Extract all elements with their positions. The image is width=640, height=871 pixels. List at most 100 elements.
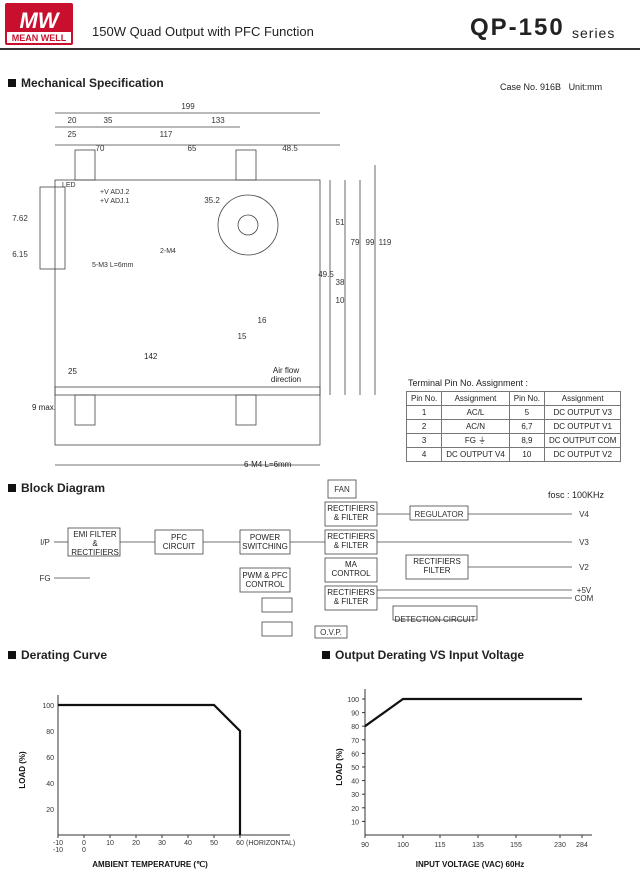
svg-text:+5V: +5V [577, 586, 592, 595]
y-tick-label: 60 [46, 755, 54, 762]
pwm-control-block: PWM & PFC CONTROL [242, 571, 288, 589]
svg-text:133: 133 [211, 116, 225, 125]
svg-text:199: 199 [181, 102, 195, 111]
svg-text:MW: MW [19, 8, 60, 33]
header-subtitle: 150W Quad Output with PFC Function [92, 24, 314, 39]
y-tick-label: 50 [351, 765, 359, 772]
side-m4-label: 6-M4 L=6mm [244, 460, 292, 469]
svg-text:51: 51 [336, 218, 345, 227]
input-derating-line [364, 697, 582, 728]
svg-text:35.2: 35.2 [204, 196, 220, 205]
x-tick-label-2: 0 [82, 847, 86, 854]
model-title: QP-150 [470, 14, 565, 41]
svg-text:20: 20 [68, 116, 77, 125]
th: Assignment [543, 391, 622, 406]
mechanical-title: Mechanical Specification [8, 76, 164, 90]
svg-text:V3: V3 [579, 538, 589, 547]
y-tick-label: 20 [46, 807, 54, 814]
svg-text:65: 65 [188, 144, 197, 153]
rectifier-filter-block: RECTIFIERS FILTER [413, 557, 461, 575]
airflow-label: Air flow direction [270, 366, 302, 384]
x-tick-label: 10 [106, 840, 114, 847]
power-switching-block: POWER SWITCHING [242, 533, 288, 551]
emi-block: EMI FILTER & RECTIFIERS [71, 530, 119, 557]
th: Pin No. [405, 391, 443, 406]
derating-line [58, 703, 242, 835]
mean-well-logo: MW MEAN WELL [5, 3, 73, 45]
svg-text:79: 79 [351, 238, 360, 247]
svg-text:LED: LED [62, 182, 76, 189]
x-tick-label: 90 [361, 842, 369, 849]
fosc-label: fosc : 100KHz [548, 490, 605, 500]
svg-text:FAN: FAN [334, 485, 350, 494]
y-tick-label: 100 [42, 703, 54, 710]
header-rule [0, 48, 640, 50]
series-label: series [572, 25, 616, 41]
side-dim-9max: 9 max. [32, 403, 57, 412]
svg-text:99: 99 [366, 238, 375, 247]
th: Pin No. [508, 391, 546, 406]
rectifier-block-2: RECTIFIERS & FILTER [327, 532, 375, 550]
y-tick-label: 90 [351, 711, 359, 718]
svg-text:FG: FG [39, 574, 50, 583]
rectifier-block-3: RECTIFIERS & FILTER [327, 588, 375, 606]
y-tick-label: 40 [351, 779, 359, 786]
rectifier-block-1: RECTIFIERS & FILTER [327, 504, 375, 522]
x-tick-label-2: -10 [53, 847, 63, 854]
svg-text:119: 119 [379, 238, 392, 247]
svg-text:REGULATOR: REGULATOR [414, 510, 463, 519]
derating-chart: 100 80 60 40 20 -10 0 10 20 30 40 50 60 -10 0 (HORIZONT… [18, 695, 295, 869]
x-tick-label: 40 [184, 840, 192, 847]
svg-text:70: 70 [96, 144, 105, 153]
svg-text:49.5: 49.5 [318, 270, 334, 279]
x-tick-label: 100 [397, 842, 409, 849]
x-tick-label: 230 [554, 842, 566, 849]
y-tick-label: 10 [351, 819, 359, 826]
y-tick-label: 80 [46, 729, 54, 736]
svg-text:+V ADJ.2: +V ADJ.2 [100, 189, 129, 196]
x-tick-label: 20 [132, 840, 140, 847]
svg-text:16: 16 [258, 316, 267, 325]
x-tick-label: 284 [576, 842, 588, 849]
svg-text:15: 15 [238, 332, 247, 341]
svg-text:10: 10 [336, 296, 345, 305]
x-tick-label: 155 [510, 842, 522, 849]
svg-text:O.V.P.: O.V.P. [320, 628, 342, 637]
x-tick-label: -10 [53, 840, 63, 847]
ma-control-block: MA CONTROL [331, 560, 371, 578]
svg-text:V4: V4 [579, 510, 589, 519]
svg-text:+V ADJ.1: +V ADJ.1 [100, 198, 129, 205]
x-tick-label: 135 [472, 842, 484, 849]
input-derating-title: Output Derating VS Input Voltage [322, 648, 524, 662]
x-tick-label: 0 [82, 840, 86, 847]
y-tick-label: 60 [351, 751, 359, 758]
block-diagram-title: Block Diagram [8, 481, 105, 495]
block-diagram: I/P FG FAN REGULATOR DETECTION CIRCUIT O… [39, 479, 594, 639]
y-axis-label: LOAD (%) [335, 748, 344, 786]
y-tick-label: 30 [351, 792, 359, 799]
svg-text:48.5: 48.5 [282, 144, 298, 153]
x-axis-label: AMBIENT TEMPERATURE (℃) [92, 860, 208, 869]
case-number: Case No. 916B Unit:mm [500, 82, 603, 92]
derating-title: Derating Curve [8, 648, 107, 662]
svg-text:38: 38 [336, 278, 345, 287]
svg-text:2-M4: 2-M4 [160, 248, 176, 255]
horizontal-label: (HORIZONTAL) [246, 840, 295, 847]
terminal-title: Terminal Pin No. Assignment : [408, 378, 529, 388]
y-tick-label: 40 [46, 781, 54, 788]
x-tick-label: 50 [210, 840, 218, 847]
svg-text:25: 25 [68, 130, 77, 139]
svg-text:MEAN WELL: MEAN WELL [12, 33, 67, 43]
x-tick-label: 60 [236, 840, 244, 847]
y-tick-label: 100 [347, 697, 359, 704]
svg-text:35: 35 [104, 116, 113, 125]
pfc-block: PFC CIRCUIT [162, 533, 196, 551]
x-tick-label: 115 [434, 842, 445, 849]
x-tick-label: 30 [158, 840, 166, 847]
svg-text:DETECTION CIRCUIT: DETECTION CIRCUIT [395, 615, 476, 624]
th: Assignment [441, 391, 510, 406]
